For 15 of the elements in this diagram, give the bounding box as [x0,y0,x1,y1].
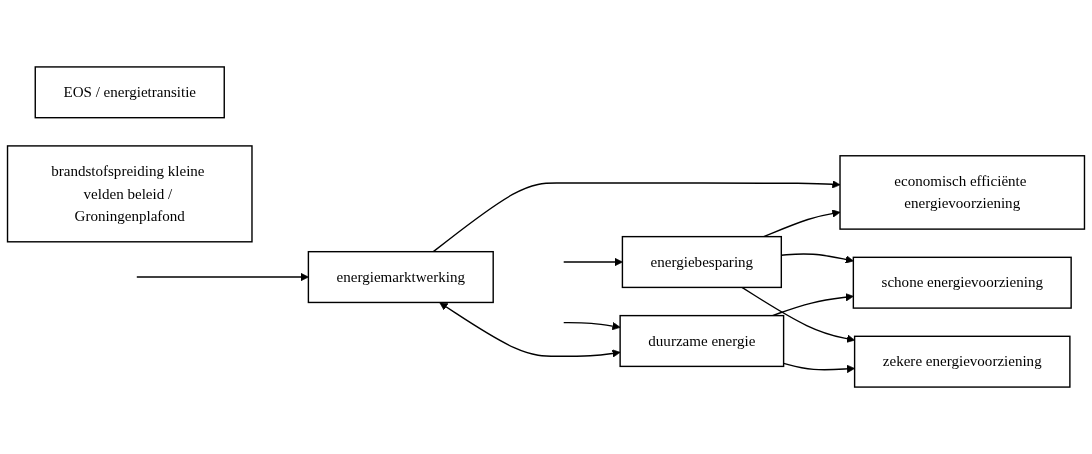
arrow [439,302,621,358]
node-box: energiemarktwerking [307,250,494,304]
arrow [741,286,855,343]
arrow [432,180,841,253]
node-box: EOS / energietransitie [34,66,225,119]
node-box: brandstofspreiding kleine velden beleid / Groningenplafond [6,145,253,243]
node-box: energiebesparing [621,235,782,289]
arrow [136,272,309,282]
arrow [763,209,841,238]
arrow [563,257,623,267]
node-box: zekere energievoorziening [853,335,1071,388]
node-box: schone energievoorziening [852,256,1072,309]
arrow [563,321,621,331]
node-box: duurzame energie [619,314,785,368]
node-box: economisch efficiënte energievoorziening [839,155,1086,230]
